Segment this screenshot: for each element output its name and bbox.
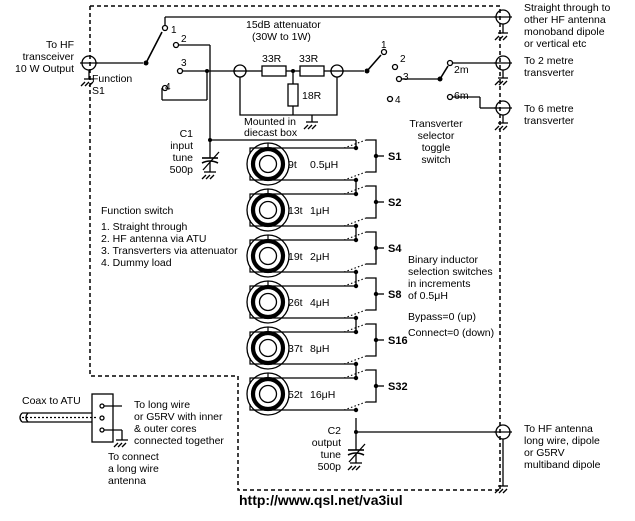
- s1-pos-1: 1: [171, 25, 177, 36]
- resistor-18r-label: 18R: [302, 90, 322, 102]
- resistor-18r: [287, 83, 299, 107]
- selector-2m: 2m: [454, 64, 469, 76]
- inductor-stage: 37t 8μH S16: [246, 318, 408, 370]
- inductor-switch-label: S32: [388, 381, 408, 393]
- inductor-value: 2μH: [310, 251, 329, 263]
- inductor-value: 4μH: [310, 297, 329, 309]
- connector-6m: [494, 100, 512, 131]
- toroid-core: [250, 376, 286, 412]
- inductor-value: 8μH: [310, 343, 329, 355]
- inductor-switch-label: S16: [388, 335, 408, 347]
- selector-pos-4: 4: [395, 95, 401, 106]
- long-wire-terminal-box: [91, 393, 114, 443]
- connect-note: Connect=0 (down): [408, 327, 494, 339]
- s1-pos-4: 4: [165, 82, 171, 93]
- inductor-switch-label: S1: [388, 151, 401, 163]
- selector-pos-2: 2: [400, 54, 406, 65]
- inductor-stage: 9t 0.5μH S1: [246, 139, 401, 186]
- inductor-stage: 52t 16μH S32: [246, 364, 408, 416]
- straight-through-connector: [494, 9, 512, 41]
- s1-pos-2: 2: [181, 34, 187, 45]
- source-url[interactable]: http://www.qsl.net/va3iul: [239, 492, 403, 508]
- inductor-stage: 13t 1μH S2: [246, 180, 401, 232]
- attenuator-output-connector: [330, 64, 344, 78]
- coax-atu-label: Coax to ATU: [22, 395, 81, 407]
- inductor-turns: 9t: [288, 159, 297, 171]
- toroid-core: [250, 284, 286, 320]
- capacitor-c2: [347, 432, 366, 471]
- inductor-stage: 26t 4μH S8: [246, 272, 401, 324]
- inductor-turns: 19t: [288, 251, 303, 263]
- resistor-33r-a-label: 33R: [262, 53, 282, 65]
- toroid-core: [250, 146, 286, 182]
- inductor-switch-label: S8: [388, 289, 401, 301]
- connector-2m: [494, 55, 512, 86]
- inductor-turns: 37t: [288, 343, 303, 355]
- selector-pos-3: 3: [403, 72, 409, 83]
- inductor-stage: 19t 2μH S4: [246, 226, 402, 278]
- inductor-turns: 13t: [288, 205, 303, 217]
- inductor-turns: 52t: [288, 389, 303, 401]
- resistor-33r-b: [299, 65, 325, 77]
- selector-6m: 6m: [454, 90, 469, 102]
- attenuator-label: 15dB attenuator(30W to 1W): [246, 19, 321, 43]
- function-switch-s1: [143, 24, 184, 92]
- inductor-switch-label: S2: [388, 197, 401, 209]
- toroid-core: [250, 238, 286, 274]
- selector-pos-1: 1: [381, 40, 387, 51]
- enclosure-outline: [89, 5, 501, 491]
- bypass-note: Bypass=0 (up): [408, 311, 476, 323]
- inductor-value: 0.5μH: [310, 159, 338, 171]
- capacitor-c1: [201, 140, 220, 180]
- inductor-switch-label: S4: [388, 243, 402, 255]
- hf-antenna-connector: [494, 424, 512, 494]
- inductor-value: 16μH: [310, 389, 335, 401]
- toroid-core: [250, 192, 286, 228]
- inductor-value: 1μH: [310, 205, 329, 217]
- inductor-turns: 26t: [288, 297, 303, 309]
- inductor-stack: 9t 0.5μH S1 13t 1μH S2 19t 2μH S4 26t 4μH S8 37t 8μH S…: [246, 139, 408, 416]
- toroid-core: [250, 330, 286, 366]
- resistor-33r-a: [261, 65, 287, 77]
- coax-cable: [19, 412, 96, 423]
- s1-pos-3: 3: [181, 58, 187, 69]
- attenuator-input-connector: [233, 64, 247, 78]
- resistor-33r-b-label: 33R: [299, 53, 319, 65]
